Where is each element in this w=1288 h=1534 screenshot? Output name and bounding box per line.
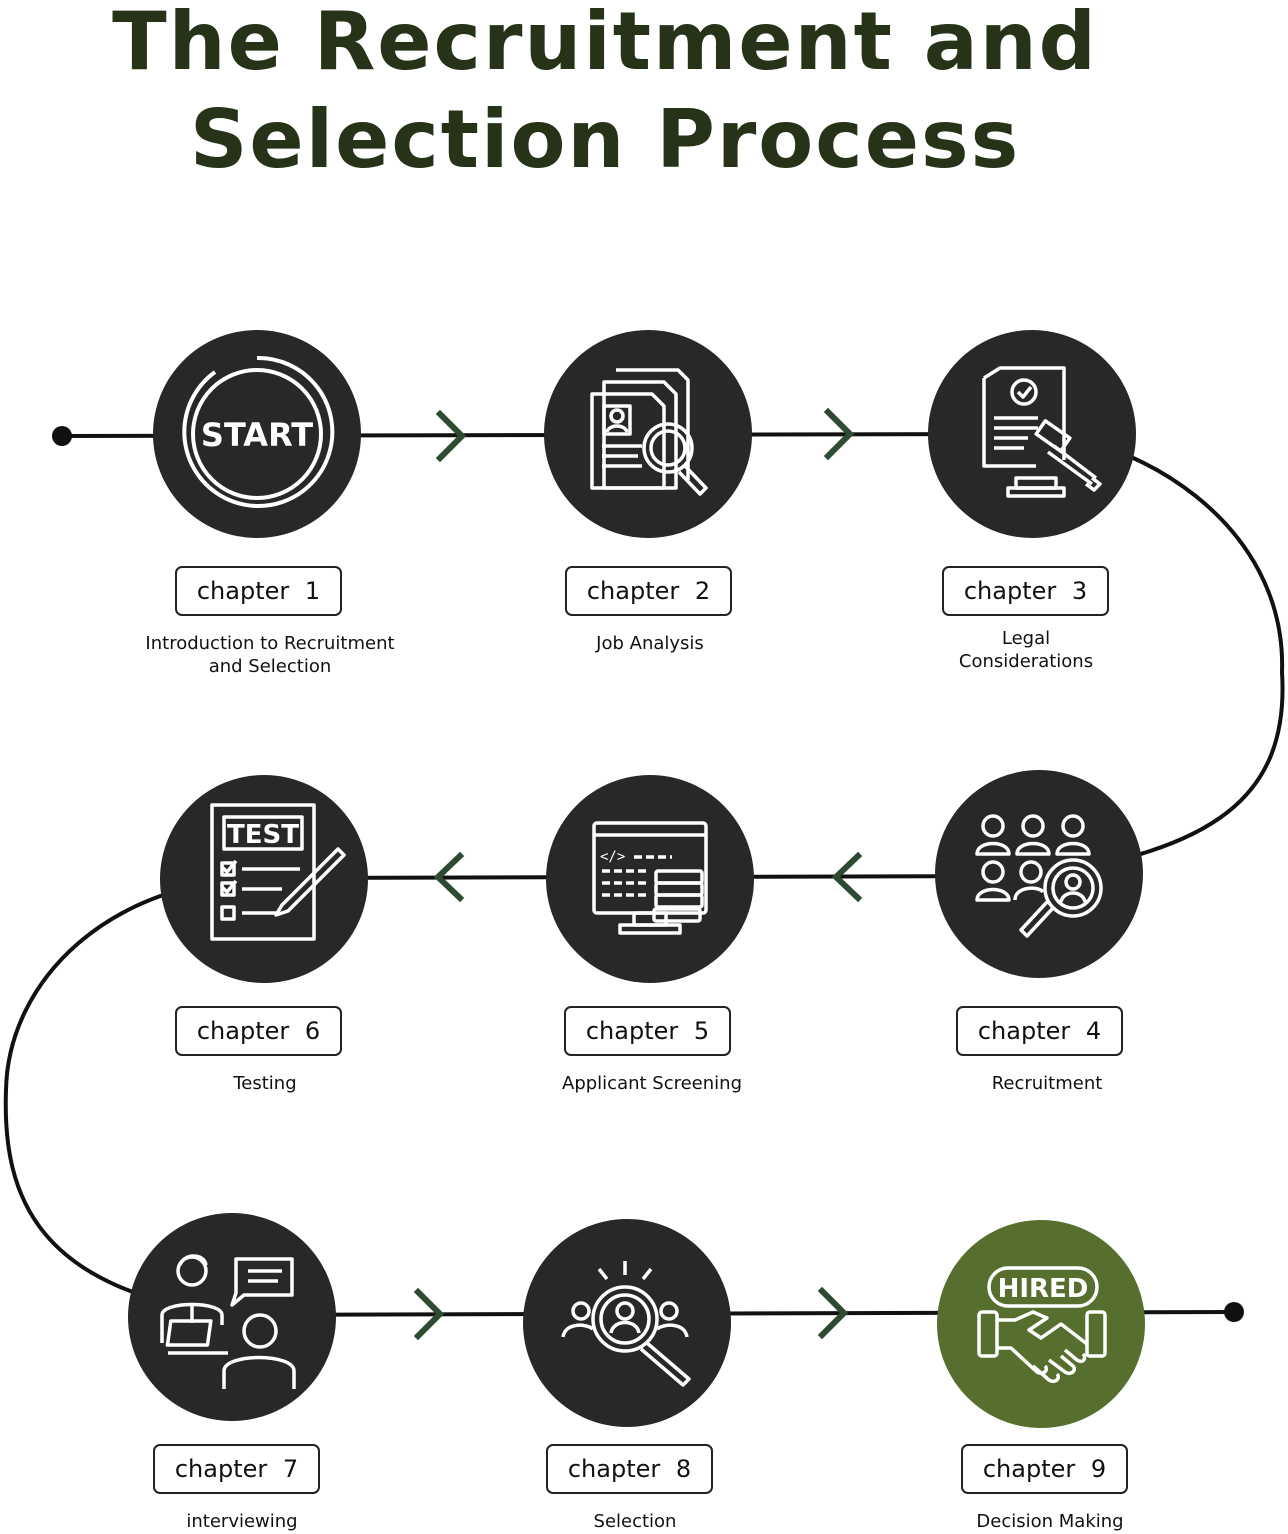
- chapter-4-label: chapter 4: [956, 1006, 1123, 1056]
- people-search-icon: [975, 814, 1103, 938]
- svg-text:</>: </>: [600, 849, 625, 865]
- chapter-7-title: interviewing: [186, 1511, 298, 1532]
- flow-end-dot: [1224, 1302, 1244, 1322]
- computer-database-icon: </>: [592, 821, 708, 935]
- chapter-8-title: Selection: [593, 1511, 677, 1532]
- arrow-right-icon: [823, 407, 855, 461]
- chapter-1-title: Introduction to Recruitment and Selectio…: [145, 633, 395, 677]
- chapter-1-node: START: [153, 330, 361, 538]
- svg-text:TEST: TEST: [227, 820, 299, 850]
- page-title-line-1: The Recruitment and: [112, 0, 1098, 88]
- flow-curve-left: [3, 876, 265, 1317]
- chapter-5-label: chapter 5: [564, 1006, 731, 1056]
- chapter-1-label: chapter 1: [175, 566, 342, 616]
- chapter-8-node: [523, 1219, 731, 1427]
- chapter-3-node: [928, 330, 1136, 538]
- chapter-8-label: chapter 8: [546, 1444, 713, 1494]
- chapter-6-node: TEST: [160, 775, 368, 983]
- chapter-3-title: Legal Considerations: [958, 628, 1094, 672]
- chapter-6-title: Testing: [233, 1073, 297, 1094]
- chapter-4-node: [935, 770, 1143, 978]
- chapter-2-label: chapter 2: [565, 566, 732, 616]
- document-search-icon: [590, 368, 708, 496]
- chapter-6-label: chapter 6: [175, 1006, 342, 1056]
- chapter-2-title: Job Analysis: [596, 633, 704, 654]
- chapter-4-title: Recruitment: [991, 1073, 1103, 1094]
- legal-gavel-icon: [982, 366, 1102, 498]
- chapter-5-node: </>: [546, 775, 754, 983]
- chapter-2-node: [544, 330, 752, 538]
- start-icon: START: [182, 355, 335, 508]
- chapter-5-title: Applicant Screening: [562, 1073, 742, 1094]
- svg-text:START: START: [201, 416, 313, 454]
- selection-magnifier-icon: [561, 1261, 691, 1387]
- chapter-7-node: [128, 1213, 336, 1421]
- arrow-left-icon: [831, 851, 863, 903]
- chapter-9-title: Decision Making: [976, 1511, 1124, 1532]
- arrow-right-icon: [817, 1286, 849, 1340]
- chapter-3-label: chapter 3: [942, 566, 1109, 616]
- svg-text:HIRED: HIRED: [998, 1274, 1089, 1304]
- arrow-right-icon: [435, 409, 467, 463]
- flow-curve-right: [1031, 432, 1285, 878]
- interview-icon: [160, 1254, 296, 1389]
- page-title-line-2: Selection Process: [189, 93, 1021, 186]
- test-sheet-icon: TEST: [210, 803, 346, 941]
- arrow-right-icon: [413, 1287, 445, 1341]
- arrow-left-icon: [433, 851, 465, 903]
- hired-handshake-icon: HIRED: [977, 1266, 1107, 1384]
- chapter-9-label: chapter 9: [961, 1444, 1128, 1494]
- chapter-7-label: chapter 7: [153, 1444, 320, 1494]
- chapter-9-node: HIRED: [937, 1220, 1145, 1428]
